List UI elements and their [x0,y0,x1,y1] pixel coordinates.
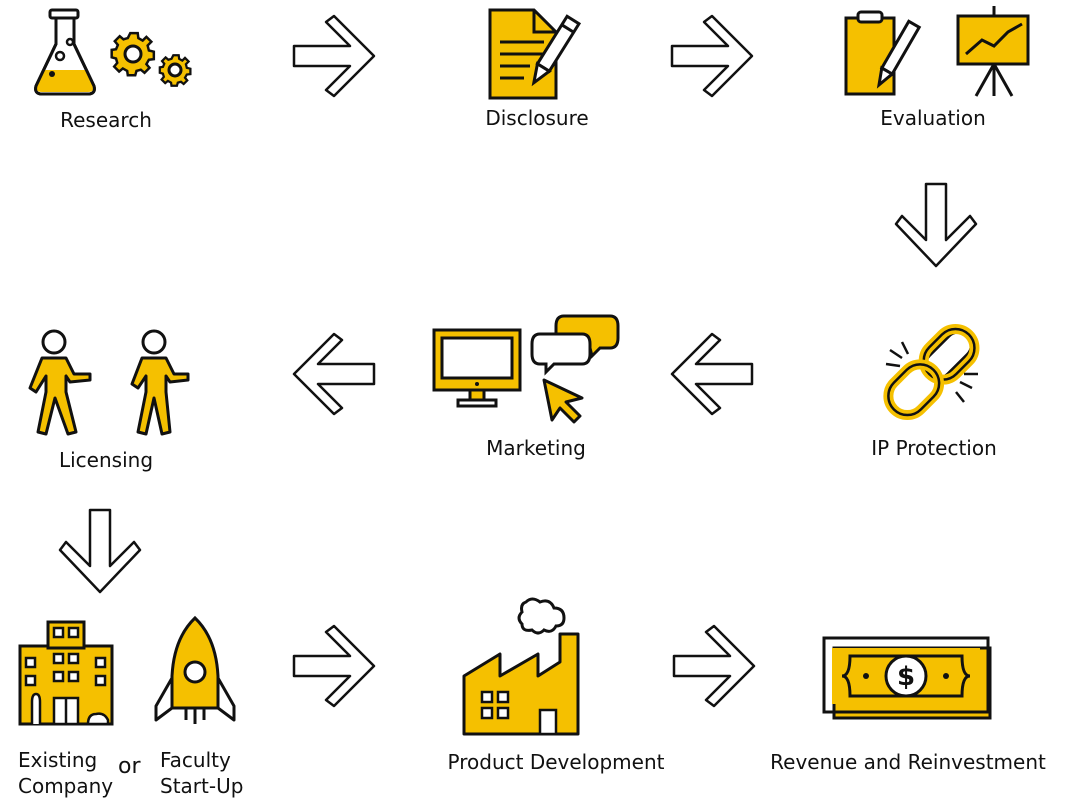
clipboard-pen-icon [844,10,922,96]
label-startup-line1: Faculty [160,748,231,772]
label-revenue: Revenue and Reinvestment [770,750,1046,774]
easel-chart-icon [956,6,1030,97]
arrow-right-icon [670,14,754,98]
label-disclosure: Disclosure [485,106,589,130]
arrow-left-icon [292,332,376,416]
label-or: or [118,754,141,779]
label-product-development: Product Development [447,750,665,774]
flask-icon [34,8,96,96]
label-marketing: Marketing [486,436,586,460]
arrow-right-icon [292,624,376,708]
cursor-icon [542,378,584,424]
document-pen-icon [488,8,582,100]
broken-chain-icon [883,323,980,421]
factory-icon [462,597,580,736]
arrow-left-icon [670,332,754,416]
people-icon [28,329,190,436]
banknote-icon: $ [822,636,992,720]
label-existing-line1: Existing [18,748,98,772]
arrow-down-icon [58,508,142,594]
arrow-down-icon [894,182,978,268]
building-icon [18,620,114,726]
label-startup-line2: Start-Up [160,774,244,798]
label-evaluation: Evaluation [880,106,986,130]
label-existing-line2: Company [18,774,114,798]
label-licensing: Licensing [58,448,154,472]
svg-text:$: $ [897,662,915,692]
label-research: Research [60,108,152,132]
rocket-icon [154,615,236,724]
arrow-right-icon [672,624,756,708]
label-ip-protection: IP Protection [871,436,997,460]
gears-icon [110,31,192,87]
arrow-right-icon [292,14,376,98]
monitor-icon [432,328,522,408]
chat-bubbles-icon [530,314,620,376]
